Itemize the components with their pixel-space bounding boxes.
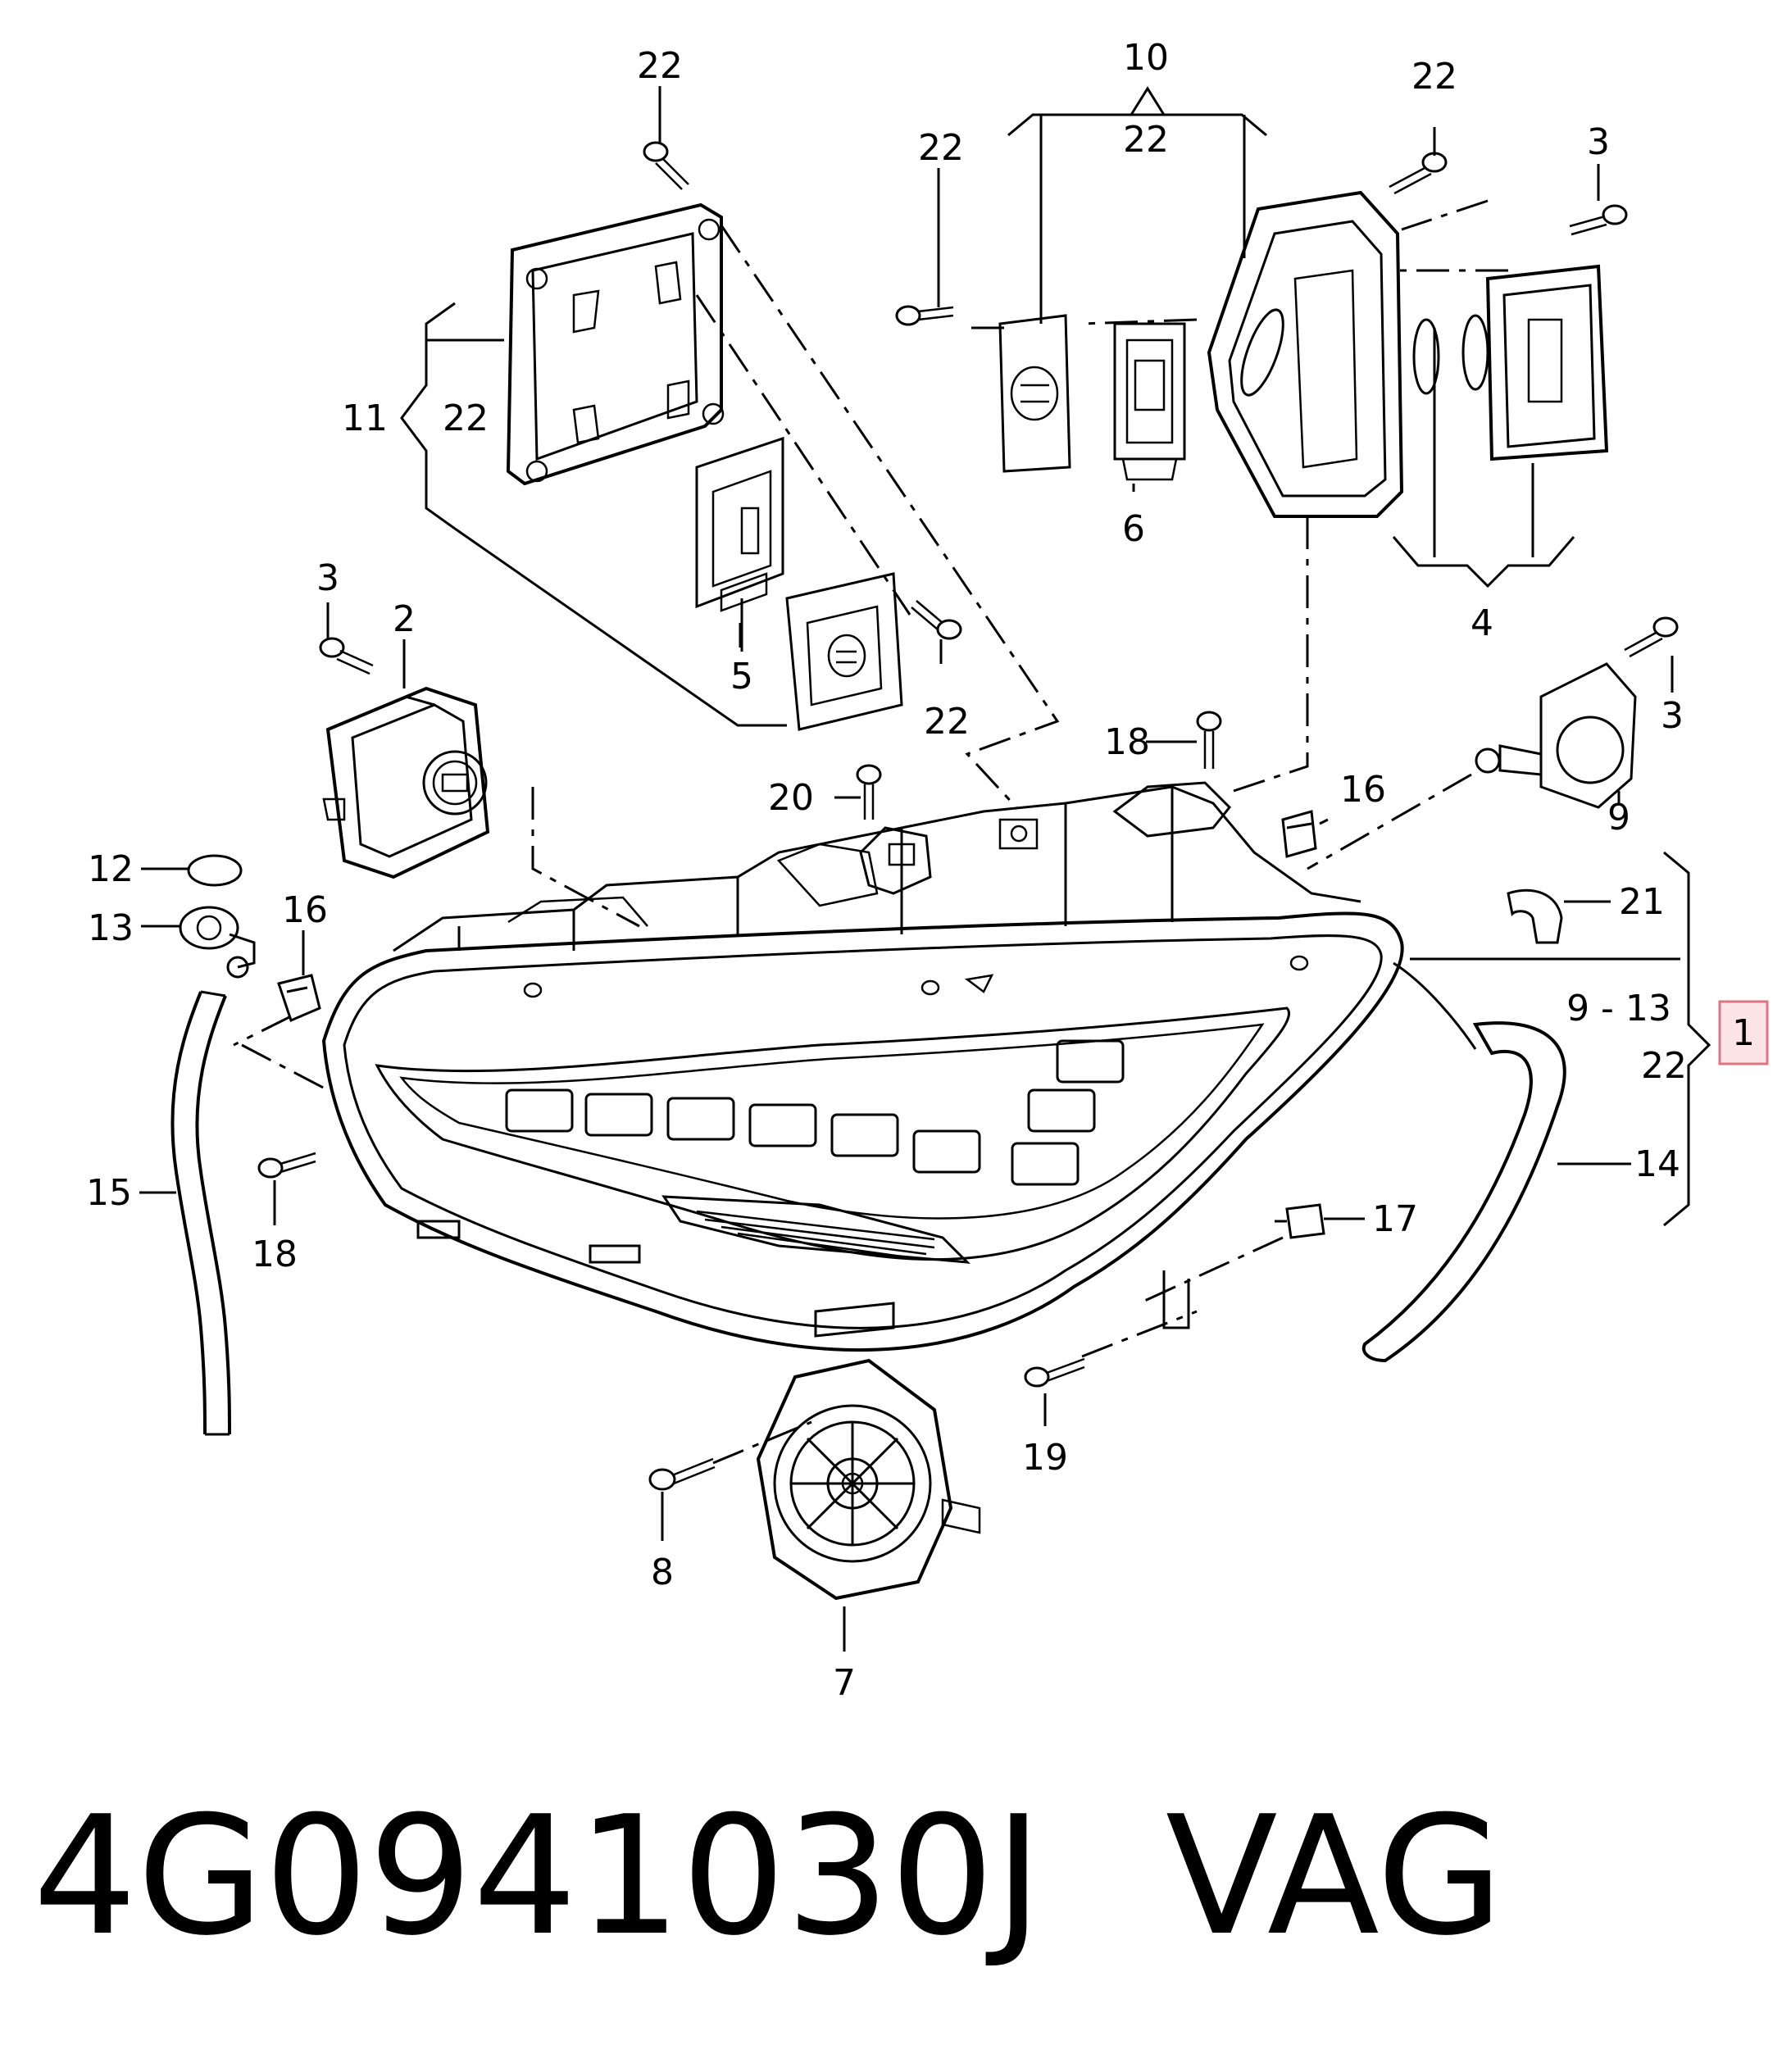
callout-10: 10	[1123, 37, 1169, 79]
callout-22-top: 22	[637, 45, 683, 87]
part-10-housing	[1207, 190, 1404, 518]
callout-11: 11	[342, 398, 388, 439]
part-15-hose	[170, 991, 231, 1435]
callout-6: 6	[1122, 508, 1145, 550]
part-21-elbow	[1507, 888, 1563, 944]
callout-4: 4	[1471, 602, 1493, 644]
callout-15: 15	[86, 1172, 132, 1214]
callout-9: 9	[1607, 797, 1630, 838]
callout-18-left: 18	[252, 1234, 298, 1275]
callout-22-group11: 22	[443, 398, 489, 439]
callout-1: 1	[1732, 1012, 1755, 1054]
callout-22-group1: 22	[1641, 1045, 1687, 1087]
highlight-box-part-1	[1718, 1000, 1769, 1066]
alignment-lines	[233, 199, 1508, 1465]
callout-3-left: 3	[316, 557, 339, 599]
callout-7: 7	[833, 1662, 856, 1704]
headlight-housing	[321, 781, 1404, 1352]
part-4-assembly	[1412, 264, 1609, 461]
callout-21: 21	[1619, 881, 1665, 923]
callout-19: 19	[1022, 1437, 1068, 1479]
callout-labels: 1 2 3 3 3 4 5 6 7 8 9 9 - 13 10 11 12 13…	[86, 37, 1755, 1704]
callout-16-right: 16	[1340, 769, 1386, 811]
part-14-seal	[1361, 1021, 1566, 1363]
callout-17: 17	[1372, 1198, 1418, 1240]
callout-2: 2	[393, 598, 416, 640]
callout-22-group10: 22	[1123, 119, 1169, 161]
part-2-ballast	[322, 686, 490, 879]
part-16-clip-left	[277, 974, 321, 1023]
callout-13: 13	[88, 907, 134, 949]
part-number: 4G0941030J	[33, 1781, 1043, 1972]
part-8-screw	[648, 1457, 716, 1491]
callout-18-top: 18	[1104, 721, 1150, 763]
part-9-motor	[1475, 662, 1637, 809]
callout-5: 5	[730, 656, 753, 697]
part-17-clip	[1275, 1203, 1325, 1239]
led-modules	[505, 1039, 1125, 1186]
callout-3-top: 3	[1587, 121, 1610, 163]
part-7-fan	[756, 1358, 981, 1601]
part-5-control-unit	[695, 436, 784, 612]
callout-16-left: 16	[282, 889, 328, 931]
callout-22-left: 22	[918, 127, 964, 169]
part-6-module	[1113, 322, 1186, 481]
callout-9-13: 9 - 13	[1566, 988, 1671, 1029]
led-driver-module	[785, 572, 903, 731]
callout-14: 14	[1634, 1143, 1680, 1185]
part-12-oring	[187, 854, 243, 887]
brand-name: VAG	[1165, 1781, 1504, 1972]
leader-lines	[139, 86, 1711, 1652]
callout-22-right: 22	[1411, 56, 1457, 98]
part-13-connector	[179, 906, 256, 979]
callout-8: 8	[651, 1552, 674, 1593]
led-module-left	[998, 314, 1071, 473]
callout-12: 12	[88, 848, 134, 890]
callout-20: 20	[768, 777, 814, 819]
screw-icons	[257, 141, 1679, 1388]
part-16-clip-right	[1281, 810, 1317, 858]
part-11-gasket	[506, 202, 725, 486]
callout-3-right: 3	[1661, 695, 1684, 737]
callout-22-near5: 22	[924, 701, 970, 743]
